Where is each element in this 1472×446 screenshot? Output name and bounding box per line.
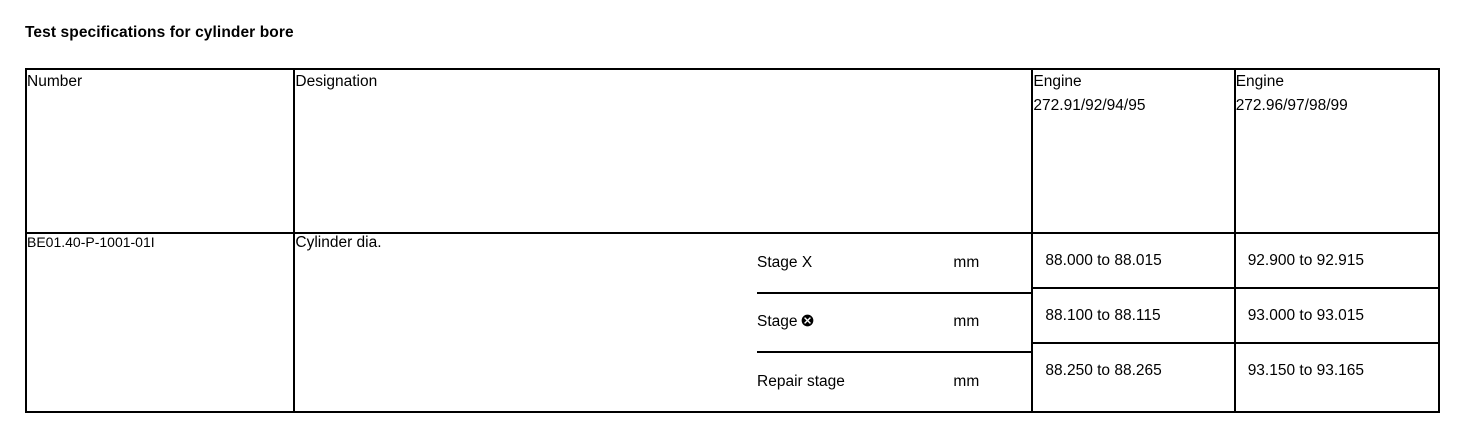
stage-row: Stage mm <box>757 291 1032 353</box>
engine-b-value-table: 92.900 to 92.915 93.000 to 93.015 93.150… <box>1235 234 1438 397</box>
column-header-engine-b-line2: 272.96/97/98/99 <box>1235 97 1348 115</box>
value-engine-a-stage-2: 88.100 to 88.115 <box>1033 287 1234 343</box>
value-row: 92.900 to 92.915 <box>1236 234 1438 288</box>
column-header-number-label: Number <box>27 73 83 90</box>
value-row: 88.100 to 88.115 <box>1033 287 1234 343</box>
value-row: 88.250 to 88.265 <box>1033 342 1234 397</box>
stage-row: Stage X mm <box>757 234 1031 293</box>
stage-unit-cell: mm <box>953 351 1032 411</box>
value-engine-a-stage-3: 88.250 to 88.265 <box>1033 342 1234 397</box>
column-header-engine-b: Engine 272.96/97/98/99 <box>1234 69 1439 234</box>
value-engine-a-stage-1: 88.000 to 88.015 <box>1045 251 1162 269</box>
stage-label-cell: Stage <box>757 291 954 353</box>
cell-designation: Cylinder dia. <box>295 234 382 251</box>
stage-unit-cell: mm <box>953 253 980 271</box>
stage-sub-table: Stage X mm Stage mm Repair s <box>757 234 1032 411</box>
column-header-designation-label: Designation <box>295 73 378 90</box>
cell-engine-a-values: 88.000 to 88.015 88.100 to 88.115 88.250… <box>1032 233 1236 412</box>
cell-number: BE01.40-P-1001-01I <box>26 233 296 412</box>
column-header-engine-a: Engine 272.91/92/94/95 <box>1032 69 1236 234</box>
page-title: Test specifications for cylinder bore <box>25 24 294 41</box>
value-engine-b-stage-2: 93.000 to 93.015 <box>1235 287 1438 343</box>
column-header-number: Number <box>26 69 296 234</box>
value-row: 93.000 to 93.015 <box>1235 287 1438 343</box>
value-engine-b-stage-1: 92.900 to 92.915 <box>1247 251 1365 269</box>
stage-unit-cell: mm <box>953 291 1032 353</box>
table-row: BE01.40-P-1001-01I Cylinder dia. Stage X… <box>26 233 1439 412</box>
table-header-row: Number Designation Engine 272.91/92/94/9… <box>26 69 1439 234</box>
test-specifications-table: Number Designation Engine 272.91/92/94/9… <box>25 68 1440 413</box>
value-engine-b-stage-3: 93.150 to 93.165 <box>1235 342 1438 397</box>
value-row: 88.000 to 88.015 <box>1033 234 1233 288</box>
stage-label-cell: Repair stage <box>757 351 954 411</box>
column-header-engine-b-line1: Engine <box>1235 73 1284 90</box>
column-header-designation: Designation <box>294 69 1034 234</box>
column-header-engine-a-line1: Engine <box>1033 73 1082 90</box>
value-row: 93.150 to 93.165 <box>1235 342 1438 397</box>
column-header-engine-a-line2: 272.91/92/94/95 <box>1033 97 1146 115</box>
stage-label-cell: Stage X <box>757 234 953 293</box>
engine-a-value-table: 88.000 to 88.015 88.100 to 88.115 88.250… <box>1033 234 1234 397</box>
stage-label-text: Stage <box>757 313 798 331</box>
cell-stage-list: Stage X mm Stage mm Repair s <box>757 233 1034 412</box>
stage-label-text: Repair stage <box>757 373 845 391</box>
circled-x-icon <box>801 314 814 327</box>
stage-label-text: Stage X <box>757 253 813 271</box>
cell-engine-b-values: 92.900 to 92.915 93.000 to 93.015 93.150… <box>1235 233 1439 412</box>
stage-row: Repair stage mm <box>757 351 1032 411</box>
